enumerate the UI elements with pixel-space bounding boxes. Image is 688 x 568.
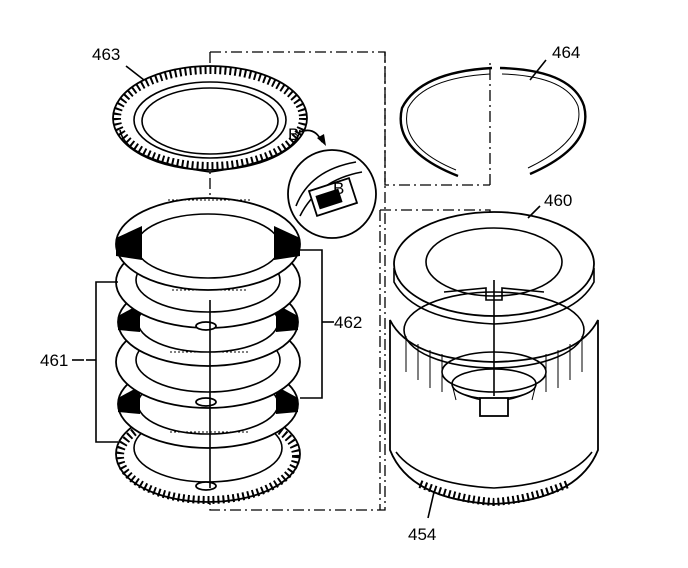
alignment-lines	[209, 51, 491, 511]
part-label-463: 463	[92, 45, 120, 64]
clutch-pack-stack	[115, 197, 301, 504]
part-label-461: 461	[40, 351, 68, 370]
detail-view: B	[287, 149, 377, 239]
mark-b-detail-label: B	[333, 179, 344, 198]
mark-b-label: B	[288, 125, 299, 144]
pressure-plate-460	[393, 205, 595, 325]
clutch-housing-454	[389, 280, 599, 519]
backing-plate-463: B	[112, 65, 308, 173]
callout-brackets	[86, 249, 330, 443]
fiber-plate	[115, 197, 301, 291]
snap-ring-464	[399, 59, 587, 178]
leader-lines	[72, 65, 334, 361]
part-label-462: 462	[334, 313, 362, 332]
part-label-454: 454	[408, 525, 436, 544]
part-label-464: 464	[552, 43, 580, 62]
part-label-460: 460	[544, 191, 572, 210]
detail-arrow	[299, 129, 326, 146]
